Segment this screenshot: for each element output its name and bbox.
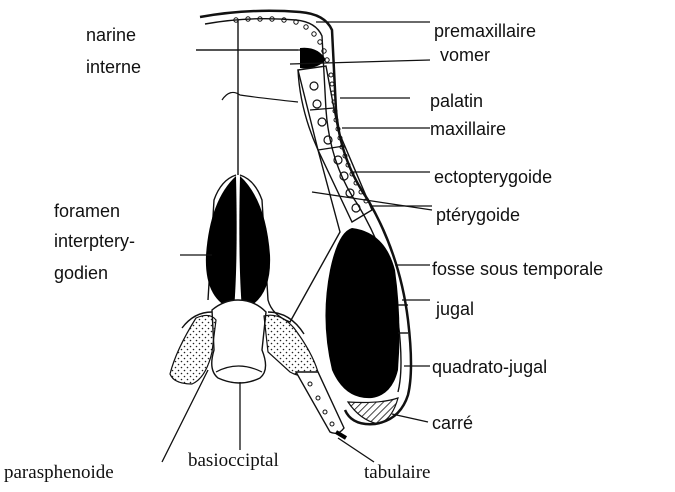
- maxillaire-dots: [329, 73, 368, 203]
- parasphenoide-left: [170, 315, 216, 384]
- label-maxillaire: maxillaire: [430, 118, 506, 140]
- label-godien: godien: [54, 262, 108, 284]
- label-carre: carré: [432, 412, 473, 434]
- fosse-sous-temporale-shape: [325, 228, 399, 398]
- label-premaxillaire: premaxillaire: [434, 20, 536, 42]
- label-foramen: foramen: [54, 200, 120, 222]
- tabulaire-shape: [296, 372, 344, 433]
- label-parasphenoide: parasphenoide: [4, 462, 114, 484]
- label-jugal: jugal: [436, 298, 474, 320]
- label-interptery: interptery-: [54, 230, 135, 252]
- label-narine: narine: [86, 24, 136, 46]
- label-basioccipital: basiocciptal: [188, 450, 279, 472]
- parasphenoide-right: [264, 315, 318, 376]
- label-ectopterygoide: ectopterygoide: [434, 166, 552, 188]
- label-quadrato-jugal: quadrato-jugal: [432, 356, 547, 378]
- label-interne: interne: [86, 56, 141, 78]
- label-pterygoide: ptérygoide: [436, 204, 520, 226]
- label-vomer: vomer: [440, 44, 490, 66]
- interpterygoid-vacuity-right: [239, 176, 270, 310]
- interpterygoid-vacuity-left: [206, 176, 237, 310]
- label-fosse-sous-temporale: fosse sous temporale: [432, 258, 603, 280]
- label-tabulaire: tabulaire: [364, 462, 430, 484]
- label-palatin: palatin: [430, 90, 483, 112]
- leader-lines: [162, 22, 432, 462]
